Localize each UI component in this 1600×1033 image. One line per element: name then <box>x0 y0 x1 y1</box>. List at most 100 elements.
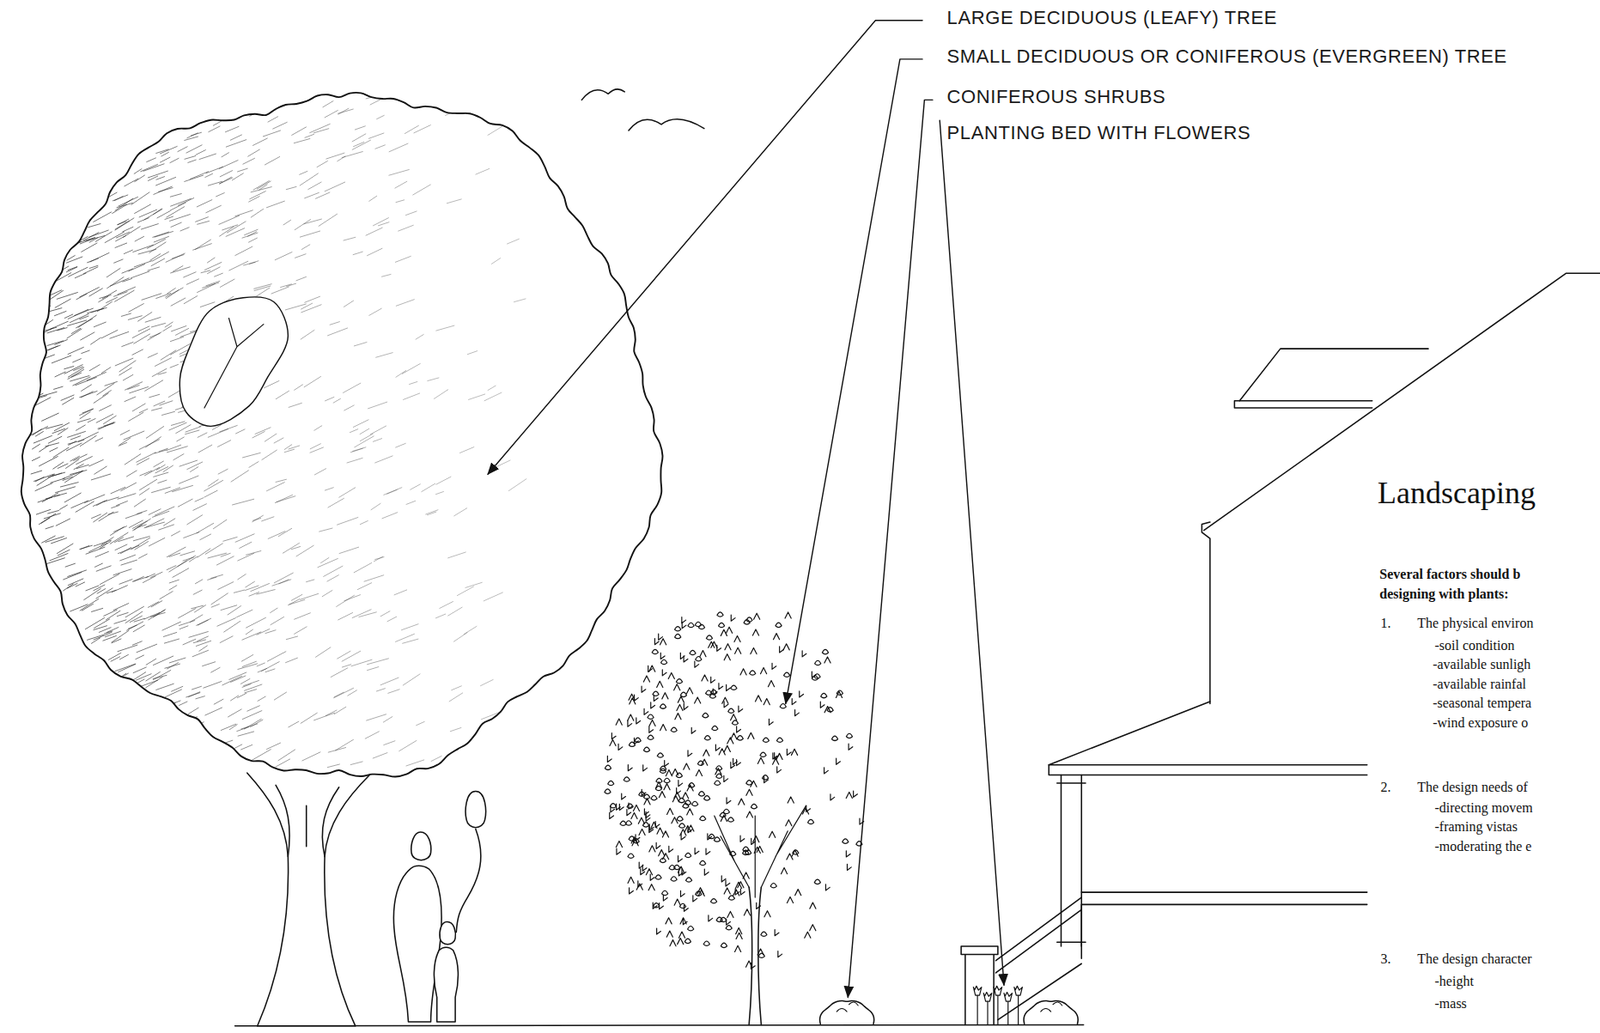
leaf-mark <box>669 940 676 947</box>
leaf-mark <box>652 902 658 909</box>
shading-stroke <box>188 718 196 722</box>
shading-stroke <box>185 430 200 435</box>
shading-stroke <box>342 383 360 393</box>
shading-stroke <box>329 322 340 326</box>
shading-stroke <box>160 350 177 360</box>
shading-stroke <box>330 668 348 678</box>
shading-stroke <box>291 594 302 601</box>
shading-stroke <box>146 518 165 528</box>
shading-stroke <box>129 387 149 394</box>
leaf-mark <box>665 918 672 925</box>
shading-stroke <box>117 286 135 295</box>
shading-stroke <box>245 629 253 635</box>
shading-stroke <box>116 501 128 506</box>
shading-stroke <box>366 658 389 665</box>
shading-stroke <box>241 723 258 730</box>
shading-stroke <box>144 613 160 621</box>
shading-stroke <box>365 731 379 739</box>
shading-stroke <box>177 498 193 507</box>
flower-head <box>1014 985 1023 996</box>
shading-stroke <box>241 655 253 663</box>
tree-trunk <box>324 775 371 1027</box>
shading-stroke <box>94 466 107 475</box>
shading-stroke <box>448 552 467 559</box>
shading-stroke <box>113 569 132 576</box>
shading-stroke <box>89 288 103 297</box>
shading-stroke <box>79 238 94 244</box>
canopy-shading <box>28 85 527 768</box>
shading-stroke <box>166 444 182 451</box>
balloon <box>465 791 486 828</box>
shading-stroke <box>395 255 411 262</box>
list-number: 1. <box>1380 616 1392 631</box>
leaf-mark <box>726 918 731 925</box>
leaf-mark <box>730 614 736 621</box>
shading-stroke <box>380 611 390 617</box>
leaf-mark <box>649 726 654 733</box>
shading-stroke <box>54 340 68 346</box>
shading-stroke <box>328 748 346 754</box>
shading-stroke <box>285 636 298 640</box>
shading-stroke <box>316 161 328 168</box>
shading-stroke <box>267 742 281 749</box>
shading-stroke <box>164 689 182 698</box>
shading-stroke <box>193 243 213 250</box>
shading-stroke <box>250 208 263 218</box>
shading-stroke <box>34 474 55 481</box>
shading-stroke <box>125 382 143 390</box>
shading-stroke <box>350 761 363 766</box>
leaf-mark <box>658 791 665 798</box>
leaf-mark <box>846 863 852 870</box>
tree-branch <box>275 784 340 857</box>
shading-stroke <box>145 467 160 475</box>
shading-stroke <box>100 574 120 585</box>
shading-stroke <box>35 397 51 406</box>
shading-stroke <box>139 479 158 490</box>
shading-stroke <box>435 614 445 619</box>
shading-stroke <box>93 393 109 403</box>
shading-stroke <box>93 626 108 631</box>
shading-stroke <box>39 456 59 466</box>
shading-stroke <box>316 192 330 199</box>
shading-stroke <box>256 590 275 595</box>
leaf-mark <box>698 791 705 797</box>
leaf-mark <box>643 675 650 682</box>
shading-stroke <box>48 510 60 514</box>
shading-stroke <box>301 304 322 313</box>
shading-stroke <box>214 273 224 277</box>
shading-stroke <box>140 164 159 171</box>
shading-stroke <box>389 143 408 153</box>
leaf-mark <box>659 857 666 863</box>
list-item: -wind exposure o <box>1432 716 1528 731</box>
shading-stroke <box>341 664 351 668</box>
leaf-mark <box>745 850 752 855</box>
shading-stroke <box>220 605 238 611</box>
leaf-mark <box>680 829 687 836</box>
leaf-mark <box>787 796 794 804</box>
shading-stroke <box>200 534 212 541</box>
porch-fascia <box>1048 765 1368 776</box>
shading-stroke <box>177 146 188 153</box>
shading-stroke <box>115 663 135 671</box>
shading-stroke <box>197 284 216 293</box>
shading-stroke <box>36 509 50 515</box>
shading-stroke <box>147 602 159 609</box>
shading-stroke <box>68 267 88 277</box>
shading-stroke <box>235 210 254 217</box>
leaf-mark <box>660 638 667 645</box>
shading-stroke <box>179 701 188 706</box>
shading-stroke <box>264 433 277 442</box>
flower-stem <box>1017 995 1019 1025</box>
shading-stroke <box>108 652 121 660</box>
shading-stroke <box>399 740 417 751</box>
shading-stroke <box>188 159 196 163</box>
shading-stroke <box>403 393 420 400</box>
leaf-mark <box>682 803 689 809</box>
shading-stroke <box>324 487 334 491</box>
leaf-mark <box>687 809 694 816</box>
shading-stroke <box>267 651 286 662</box>
shading-stroke <box>193 590 202 595</box>
shading-stroke <box>377 115 385 119</box>
leaf-mark <box>831 736 838 741</box>
leaf-mark <box>678 797 685 803</box>
